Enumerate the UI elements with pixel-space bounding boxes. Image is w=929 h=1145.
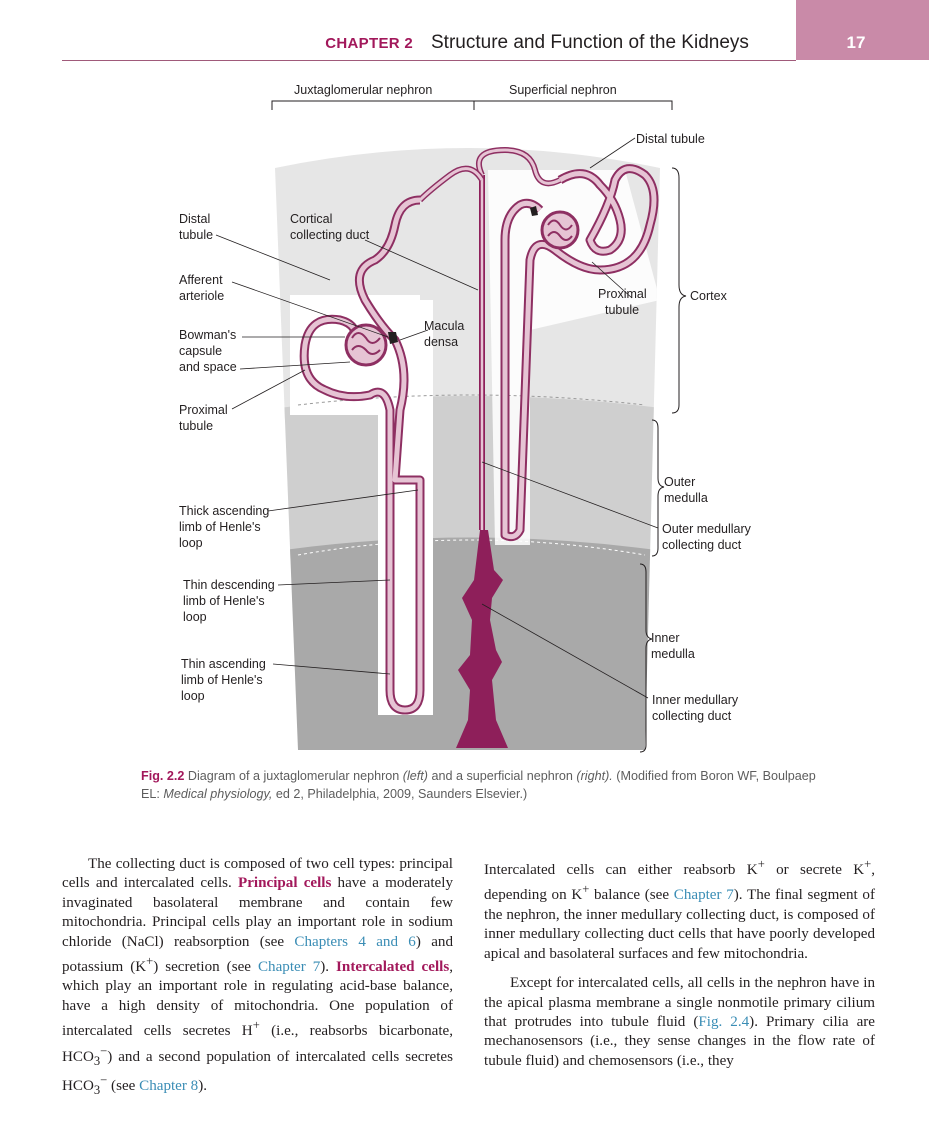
body-column-right: Intercalated cells can either reabsorb K… — [484, 855, 875, 1071]
label-proximal-left-2: tubule — [179, 419, 213, 433]
label-proximal-right-2: tubule — [605, 303, 639, 317]
label-cortical-cd-2: collecting duct — [290, 228, 370, 242]
label-juxtaglomerular: Juxtaglomerular nephron — [294, 83, 432, 97]
header-rule — [62, 60, 796, 61]
label-cortex: Cortex — [690, 289, 728, 303]
label-proximal-left-1: Proximal — [179, 403, 228, 417]
link-chapters-4-6[interactable]: Chapters 4 and 6 — [294, 934, 415, 950]
label-outer-medulla-2: medulla — [664, 491, 708, 505]
label-afferent-2: arteriole — [179, 289, 224, 303]
label-distal-left-1: Distal — [179, 212, 210, 226]
page-header: CHAPTER 2 Structure and Function of the … — [0, 0, 929, 66]
label-superficial: Superficial nephron — [509, 83, 617, 97]
superscript: + — [758, 857, 765, 871]
caption-text-4: ed 2, Philadelphia, 2009, Saunders Elsev… — [272, 787, 527, 801]
label-macula-1: Macula — [424, 319, 464, 333]
link-fig-2-4[interactable]: Fig. 2.4 — [698, 1014, 749, 1030]
keyword-principal-cells: Principal cells — [238, 875, 331, 891]
keyword-intercalated-cells: Intercalated cells — [336, 959, 449, 975]
text: Intercalated cells can either reabsorb K — [484, 862, 758, 878]
label-outer-medulla-1: Outer — [664, 475, 695, 489]
caption-text-2: and a superficial nephron — [428, 769, 576, 783]
label-distal-left-2: tubule — [179, 228, 213, 242]
label-proximal-right-1: Proximal — [598, 287, 647, 301]
label-thin-asc-2: limb of Henle's — [181, 673, 263, 687]
caption-book: Medical physiology, — [163, 787, 272, 801]
label-thin-desc-3: loop — [183, 610, 207, 624]
label-afferent-1: Afferent — [179, 273, 223, 287]
label-thin-asc-1: Thin ascending — [181, 657, 266, 671]
paragraph-collecting-duct: The collecting duct is composed of two c… — [62, 855, 453, 1101]
nephron-figure: Juxtaglomerular nephron Superficial neph… — [0, 66, 929, 766]
label-bowman-2: capsule — [179, 344, 222, 358]
label-bowman-3: and space — [179, 360, 237, 374]
label-thin-desc-1: Thin descending — [183, 578, 275, 592]
label-outer-cd-2: collecting duct — [662, 538, 742, 552]
text: or secrete K — [765, 862, 864, 878]
chapter-label: CHAPTER 2 — [325, 35, 413, 52]
text: ). — [320, 959, 336, 975]
link-chapter-7[interactable]: Chapter 7 — [674, 887, 734, 903]
chapter-title: Structure and Function of the Kidneys — [431, 32, 749, 54]
body-column-left: The collecting duct is composed of two c… — [62, 855, 453, 1101]
outer-medulla-zone — [250, 396, 690, 560]
label-inner-cd-2: collecting duct — [652, 709, 732, 723]
nephron-diagram: Juxtaglomerular nephron Superficial neph… — [0, 66, 929, 766]
caption-right: (right). — [576, 769, 612, 783]
text: balance (see — [589, 887, 673, 903]
superscript: + — [253, 1018, 260, 1032]
caption-text-1: Diagram of a juxtaglomerular nephron — [184, 769, 402, 783]
page-number: 17 — [796, 33, 916, 53]
label-outer-cd-1: Outer medullary — [662, 522, 752, 536]
label-thick-asc-2: limb of Henle's — [179, 520, 261, 534]
label-macula-2: densa — [424, 335, 458, 349]
label-cortical-cd-1: Cortical — [290, 212, 332, 226]
label-distal-tubule-right: Distal tubule — [636, 132, 705, 146]
label-thick-asc-3: loop — [179, 536, 203, 550]
text: (see — [107, 1078, 139, 1094]
caption-left: (left) — [403, 769, 428, 783]
label-inner-medulla-1: Inner — [651, 631, 680, 645]
label-thin-asc-3: loop — [181, 689, 205, 703]
caption-label: Fig. 2.2 — [141, 769, 184, 783]
link-chapter-7[interactable]: Chapter 7 — [258, 959, 320, 975]
paragraph-primary-cilium: Except for intercalated cells, all cells… — [484, 974, 875, 1071]
link-chapter-8[interactable]: Chapter 8 — [139, 1078, 198, 1094]
figure-caption: Fig. 2.2 Diagram of a juxtaglomerular ne… — [141, 767, 821, 803]
text: ) secretion (see — [153, 959, 258, 975]
label-inner-medulla-2: medulla — [651, 647, 695, 661]
paragraph-intercalated: Intercalated cells can either reabsorb K… — [484, 855, 875, 964]
label-thick-asc-1: Thick ascending — [179, 504, 269, 518]
text: ). — [198, 1078, 207, 1094]
label-bowman-1: Bowman's — [179, 328, 236, 342]
label-thin-desc-2: limb of Henle's — [183, 594, 265, 608]
top-brackets — [272, 101, 672, 110]
label-inner-cd-1: Inner medullary — [652, 693, 739, 707]
